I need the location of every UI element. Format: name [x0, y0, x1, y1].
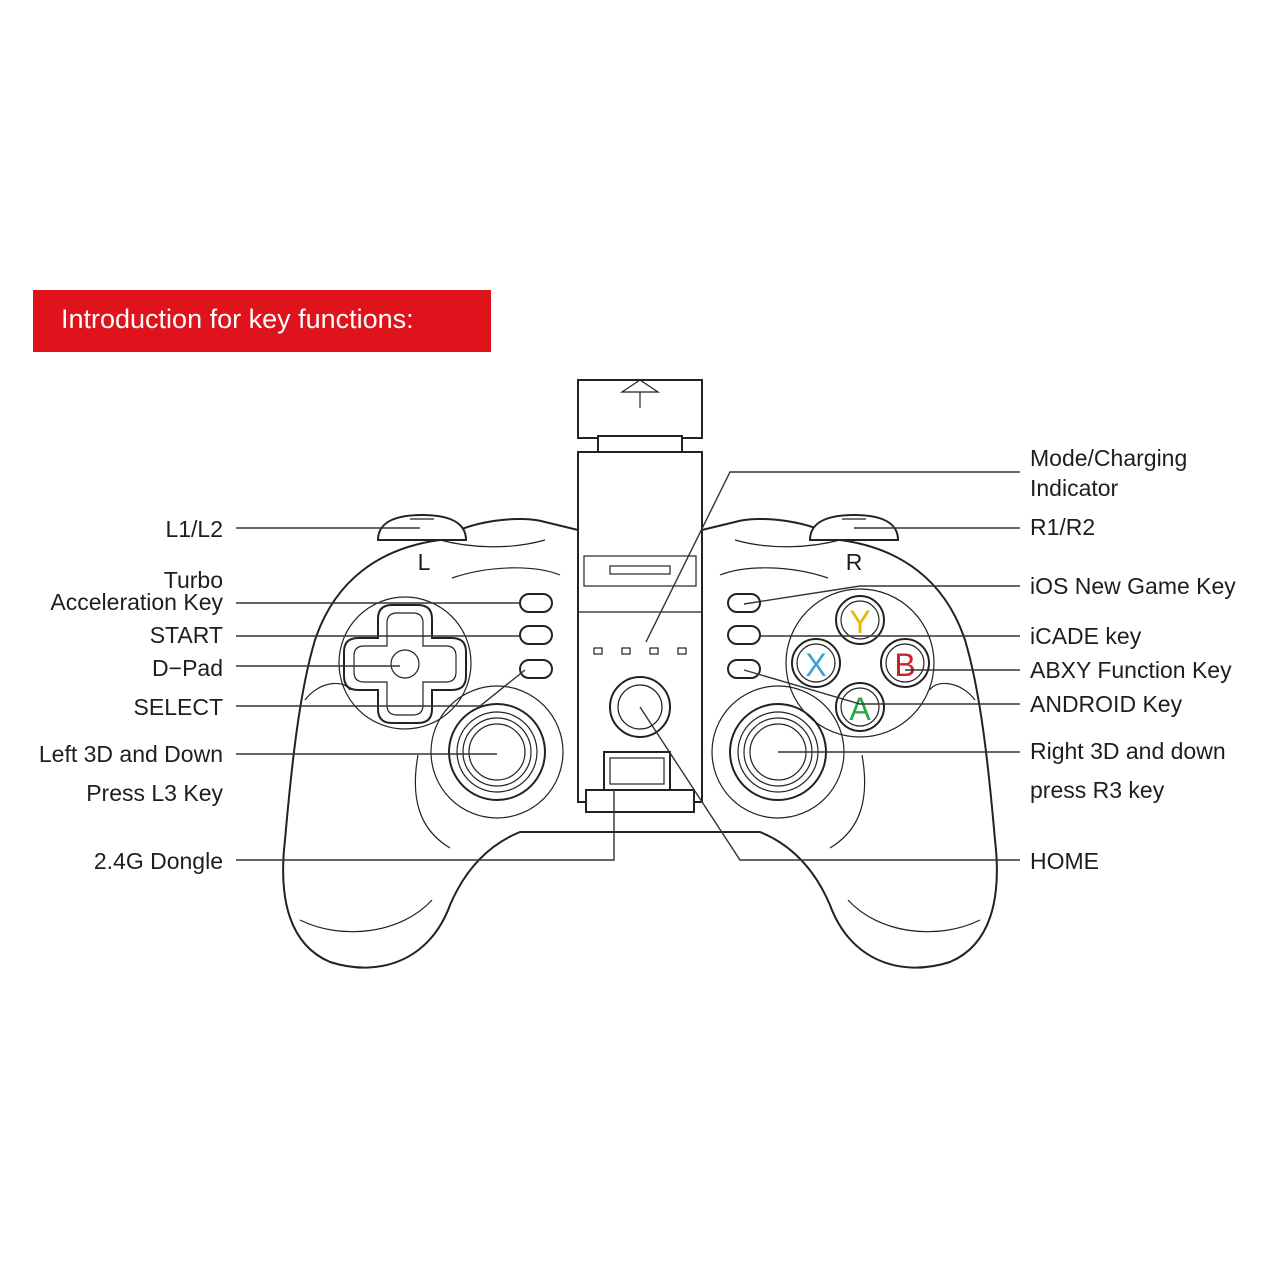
- left-analog-stick[interactable]: [430, 685, 564, 819]
- select-button[interactable]: [519, 659, 553, 679]
- shoulder-mark-left: L: [418, 549, 431, 575]
- ios-game-key-button[interactable]: [727, 593, 761, 613]
- mode-charging-indicator: [593, 647, 687, 655]
- controller-body: [282, 518, 998, 969]
- abxy-cluster-ring: [785, 588, 935, 738]
- icade-key-button[interactable]: [727, 625, 761, 645]
- android-key-button[interactable]: [727, 659, 761, 679]
- button-y[interactable]: Y: [835, 595, 885, 645]
- label-left-stick-line1: Left 3D and Down: [39, 741, 223, 767]
- label-android-key: ANDROID Key: [1030, 691, 1183, 717]
- label-turbo-line2: Acceleration Key: [50, 589, 223, 615]
- shoulder-mark-right: R: [846, 549, 863, 575]
- leader-lines: [236, 471, 1020, 861]
- label-home: HOME: [1030, 848, 1099, 874]
- label-abxy: ABXY Function Key: [1030, 657, 1232, 683]
- label-ios-key: iOS New Game Key: [1030, 573, 1236, 599]
- label-l1l2: L1/L2: [165, 516, 223, 542]
- button-x-label: X: [805, 647, 826, 683]
- label-dongle: 2.4G Dongle: [94, 848, 223, 874]
- page-title: Introduction for key functions:: [61, 304, 414, 334]
- button-a-label: A: [849, 691, 871, 727]
- dongle: [603, 751, 671, 791]
- label-left-stick-line2: Press L3 Key: [86, 780, 223, 806]
- turbo-button[interactable]: [519, 593, 553, 613]
- label-turbo-line1: Turbo: [164, 567, 223, 593]
- start-button[interactable]: [519, 625, 553, 645]
- label-icade-key: iCADE key: [1030, 623, 1142, 649]
- label-r1r2: R1/R2: [1030, 514, 1095, 540]
- button-y-label: Y: [849, 604, 870, 640]
- label-mode-line1: Mode/Charging: [1030, 445, 1187, 471]
- label-select: SELECT: [134, 694, 223, 720]
- dpad[interactable]: [338, 596, 472, 730]
- button-x[interactable]: X: [791, 638, 841, 688]
- button-b[interactable]: B: [880, 638, 930, 688]
- button-b-label: B: [894, 647, 915, 683]
- label-start: START: [150, 622, 223, 648]
- phone-holder[interactable]: [577, 379, 703, 813]
- label-dpad: D−Pad: [152, 655, 223, 681]
- title-banner: Introduction for key functions:: [33, 290, 491, 352]
- label-right-stick-line2: press R3 key: [1030, 777, 1165, 803]
- label-right-stick-line1: Right 3D and down: [1030, 738, 1226, 764]
- shoulder-button-left[interactable]: [376, 513, 468, 541]
- button-a[interactable]: A: [835, 682, 885, 732]
- label-mode-line2: Indicator: [1030, 475, 1119, 501]
